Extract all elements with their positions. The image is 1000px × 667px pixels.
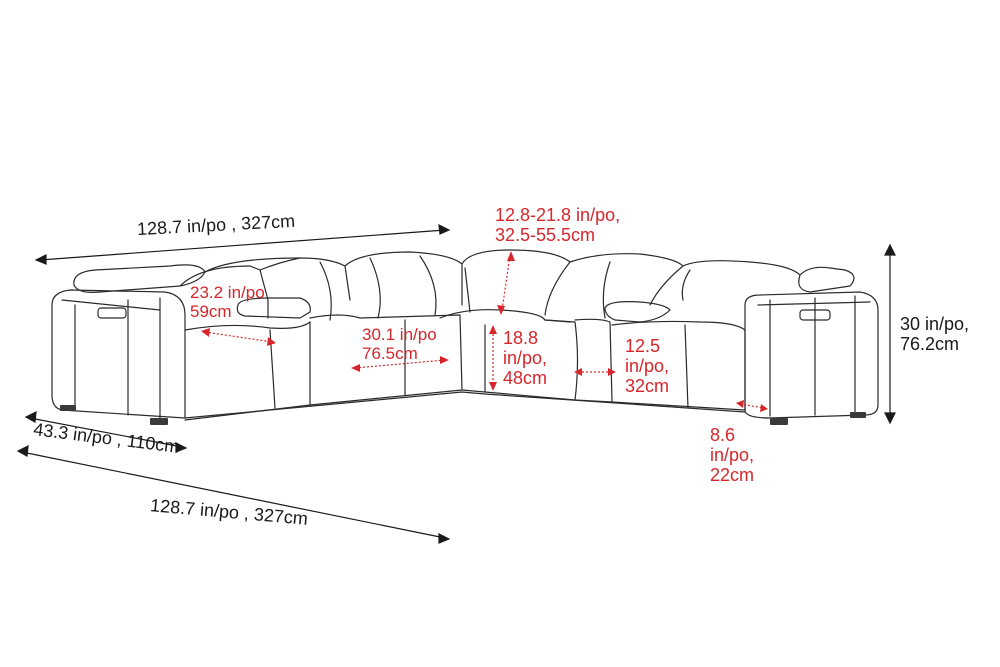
arm-width-arrow (739, 403, 765, 409)
headrest-label: 12.8-21.8 in/po, 32.5-55.5cm (495, 205, 621, 246)
left-back-cushion-3 (344, 251, 463, 306)
left-headrest (73, 264, 206, 293)
sofa-feet (60, 405, 866, 425)
height-label: 30 in/po, 76.2cm (900, 314, 970, 355)
seat-depth-label: 23.2 in/po 59cm (190, 283, 265, 322)
right-seat (611, 320, 746, 411)
back-width-arrow (39, 229, 446, 261)
left-back-cushion-1 (179, 265, 269, 301)
seat-depth-arrow (204, 331, 273, 343)
right-console (604, 301, 671, 323)
left-middle-seat (309, 314, 463, 406)
right-recline-control (799, 309, 831, 321)
left-console (236, 297, 311, 319)
left-arm (51, 289, 186, 419)
headrest-arrow (501, 255, 511, 311)
right-middle-seat (544, 319, 579, 401)
front-width-arrow (21, 451, 446, 539)
right-back-cushion-1 (569, 253, 684, 306)
right-back-cushion-2 (682, 260, 801, 276)
depth-arrow (29, 417, 183, 448)
seat-height-label: 18.8 in/po, 48cm (503, 328, 548, 389)
left-recline-control (97, 307, 127, 319)
left-seat (184, 321, 311, 421)
right-headrest (798, 266, 855, 293)
seat-width-label: 30.1 in/po 76.5cm (362, 325, 437, 364)
seat-width-arrow (354, 359, 446, 369)
right-arm (744, 291, 879, 419)
corner-back-cushion (461, 249, 571, 316)
console-width-label: 12.5 in/po, 32cm (625, 336, 670, 397)
arm-width-label: 8.6 in/po, 22cm (710, 425, 755, 486)
